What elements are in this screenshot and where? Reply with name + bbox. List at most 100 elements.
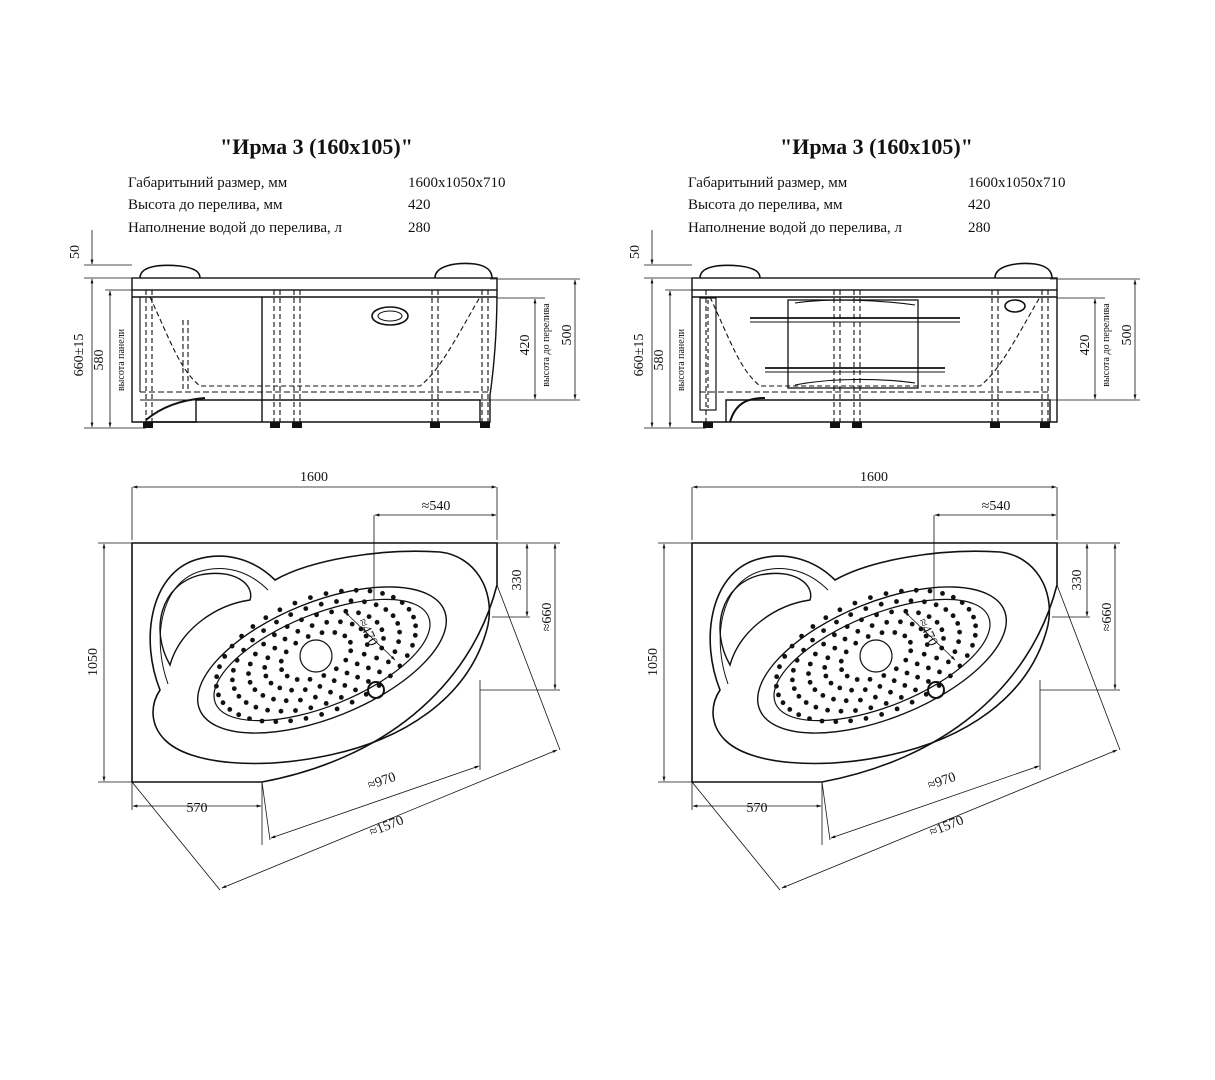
- jet-dot: [791, 667, 796, 673]
- jet-dot: [246, 671, 251, 676]
- jet-dot: [858, 697, 863, 703]
- jet-dot: [392, 649, 398, 655]
- jet-dot: [397, 663, 403, 669]
- jet-dot: [881, 673, 887, 678]
- dim-rim: 500: [1120, 325, 1135, 346]
- jet-dot: [869, 623, 875, 628]
- jet-dot: [879, 630, 885, 636]
- jet-dot: [321, 673, 327, 678]
- jet-dot: [404, 653, 410, 658]
- jet-dot: [924, 642, 930, 647]
- jet-dot: [849, 687, 854, 693]
- jet-dot: [362, 599, 367, 605]
- spec-value-size: 1600х1050х710: [968, 175, 1066, 191]
- jet-dot: [964, 653, 970, 658]
- jet-dot: [789, 643, 795, 649]
- jet-dot: [230, 677, 235, 683]
- jet-dot: [946, 659, 951, 665]
- jet-dot: [253, 704, 259, 710]
- jet-dot: [862, 687, 868, 693]
- jet-dot: [222, 654, 228, 659]
- jet-dot: [231, 686, 237, 691]
- jet-dot: [842, 636, 848, 642]
- jet-dot: [813, 704, 819, 710]
- jet-dot: [823, 673, 829, 679]
- front-view: [84, 230, 580, 429]
- jet-dot: [374, 619, 380, 625]
- plan-view-labels: 1600 ≈540 1050 330 ≈660 ≈470 ≈970 ≈1570 …: [86, 470, 555, 840]
- jet-dot: [247, 661, 253, 667]
- jet-dot: [231, 667, 236, 673]
- dim-panel-label: высота панели: [116, 328, 127, 391]
- jet-dot: [324, 619, 330, 625]
- jet-dot: [293, 708, 298, 713]
- jet-dot: [821, 628, 826, 633]
- jet-dot: [777, 664, 782, 670]
- jet-dot: [358, 626, 364, 632]
- jet-dot: [796, 693, 802, 699]
- jet-dot: [364, 642, 370, 647]
- dim-top: 50: [628, 245, 643, 259]
- jet-dot: [848, 718, 853, 724]
- jet-dot: [229, 643, 235, 649]
- jet-dot: [253, 651, 258, 657]
- jet-dot: [810, 637, 815, 643]
- dim-overflow: 420: [1078, 335, 1093, 356]
- technical-drawing: 50 660±15 580 высота панели 420 высота д…: [628, 230, 1140, 891]
- jet-dot: [344, 670, 350, 676]
- spec-value-overflow-height: 420: [408, 197, 431, 213]
- jet-dot: [356, 610, 361, 616]
- jet-dot: [303, 716, 309, 721]
- jet-dot: [277, 607, 283, 613]
- jet-dot: [865, 634, 871, 639]
- jet-dot: [787, 707, 793, 712]
- jet-dot: [278, 708, 284, 714]
- jet-dot: [853, 640, 859, 646]
- product-title: "Ирма 3 (160х105)": [780, 134, 973, 159]
- jet-dot: [812, 687, 818, 693]
- jet-dot: [319, 712, 324, 717]
- jet-dot: [894, 706, 900, 712]
- jet-dot: [921, 651, 927, 657]
- jet-dot: [970, 642, 975, 648]
- dim-width: 1050: [646, 648, 661, 676]
- jet-dot: [252, 687, 258, 693]
- jet-dot: [343, 608, 349, 614]
- jet-dot: [855, 628, 861, 634]
- jet-dot: [349, 621, 355, 627]
- jet-dot: [323, 591, 329, 596]
- jet-dot: [884, 619, 890, 625]
- jet-dot: [937, 669, 942, 675]
- jet-dot: [388, 673, 393, 679]
- jet-dot: [959, 600, 965, 605]
- jet-dot: [822, 665, 828, 670]
- jet-dot: [214, 674, 220, 680]
- jet-dot: [234, 657, 240, 663]
- jet-dot: [295, 628, 301, 634]
- jet-dot: [790, 677, 795, 683]
- jet-dot: [274, 619, 279, 625]
- jet-dot: [813, 651, 818, 657]
- jet-dot: [909, 699, 915, 705]
- jet-dot: [838, 658, 844, 664]
- jet-dot: [283, 649, 289, 655]
- jet-dot: [854, 677, 860, 682]
- jet-dot: [834, 619, 839, 625]
- jet-dot: [780, 700, 786, 706]
- jet-dot: [259, 718, 265, 724]
- dim-overflow-label: высота до перелива: [541, 303, 552, 387]
- jet-dot: [262, 665, 268, 670]
- jet-dot: [899, 588, 904, 594]
- jet-dot: [272, 632, 277, 638]
- jet-dot: [397, 629, 402, 635]
- jet-dot: [383, 607, 389, 612]
- dim-diag-short: ≈970: [366, 770, 398, 794]
- jet-dot: [926, 614, 932, 619]
- jet-dot: [877, 684, 883, 689]
- jet-dot: [288, 718, 293, 724]
- jet-dot: [314, 612, 319, 618]
- jet-dot: [247, 716, 252, 721]
- jet-dot: [386, 659, 391, 665]
- jet-dot: [354, 661, 360, 667]
- spec-value-water-volume: 280: [408, 220, 431, 236]
